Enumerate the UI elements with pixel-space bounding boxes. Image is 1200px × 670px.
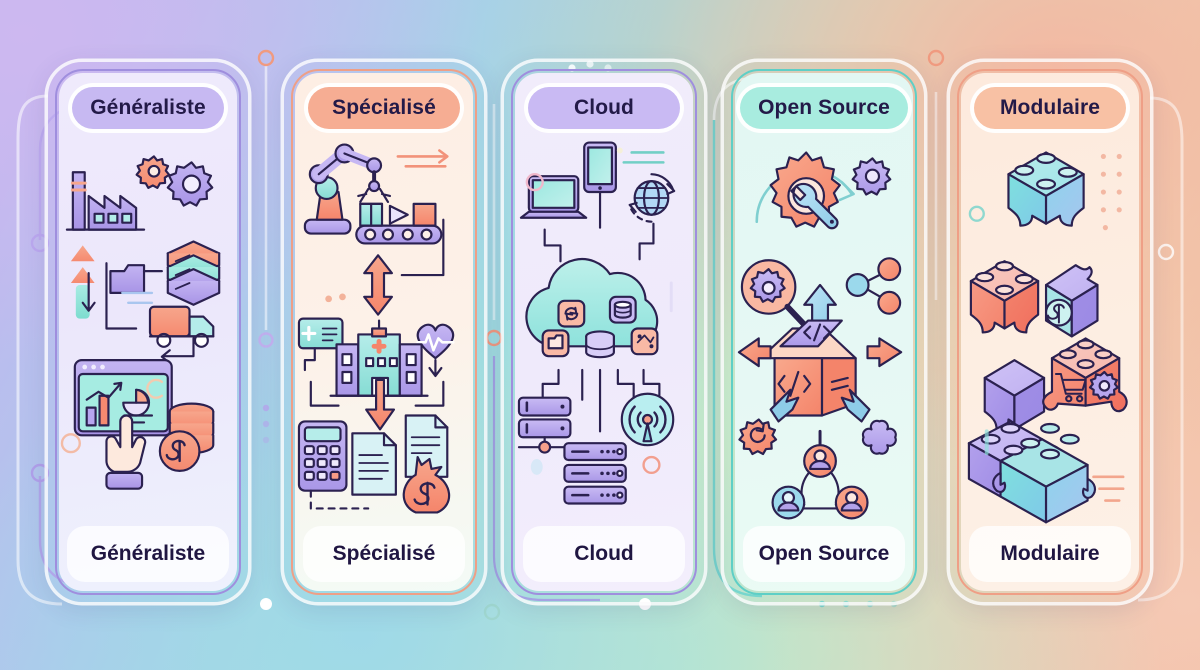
medical-card-icon [297,317,344,372]
conveyor-belt-icon [355,202,443,245]
heartbeat-icon [416,323,455,378]
gear-small-icon [135,155,171,189]
card-cloud[interactable]: Cloud [504,62,704,602]
wifi-signal-icon [620,392,675,447]
dot-grid-icon [1100,153,1122,231]
card-modulaire[interactable]: Modulaire [950,62,1150,602]
database-stack-icon [166,240,221,306]
network-chip-icon [630,327,659,356]
lego-brick-purple-icon [983,359,1046,431]
share-nodes-icon [845,257,902,315]
card-title-open-source: Open Source [758,96,890,119]
card-footer-cloud: Cloud [523,526,685,582]
illustration-cloud [515,129,693,526]
card-title-pill-open-source: Open Source [740,87,908,129]
server-rack-icon [517,396,572,454]
tablet-icon [583,141,617,194]
arrow-down-icon [365,378,395,431]
right-arrow-icon [866,337,903,368]
card-footer-label-specialise: Spécialisé [332,542,436,565]
coins-icon [158,402,215,472]
double-arrow-icon [363,254,393,316]
card-title-pill-generaliste: Généraliste [72,87,224,129]
card-footer-modulaire: Modulaire [969,526,1131,582]
globe-sync-icon [628,173,676,223]
lego-brick-combo-icon [967,420,1097,524]
card-footer-label-open-source: Open Source [758,542,890,565]
arrow-down [81,272,96,312]
card-title-specialise: Spécialisé [332,96,436,119]
invoice-document-icon [351,432,397,496]
pointer-hand-icon [105,414,147,490]
card-footer-specialise: Spécialisé [303,526,465,582]
card-footer-label-modulaire: Modulaire [1000,542,1100,565]
calculator-icon [297,420,348,492]
illustration-open-source [735,129,913,526]
arrow-up-right-icon [769,388,800,423]
card-title-modulaire: Modulaire [999,96,1101,119]
illustration-generaliste [59,129,237,526]
card-footer-label-generaliste: Généraliste [90,542,206,565]
card-title-cloud: Cloud [574,96,634,119]
community-users-icon [771,444,869,520]
laptop-icon [519,175,588,219]
shopping-cube-icon [1042,337,1128,413]
card-title-pill-modulaire: Modulaire [974,87,1126,129]
gear-refresh-icon [738,418,778,456]
card-footer-open-source: Open Source [743,526,905,582]
open-box-code-icon [759,319,857,417]
gear-icon [1088,370,1119,400]
robot-arm-icon [303,143,392,235]
server-stack-icon [563,442,627,505]
illustration-specialise [295,129,473,526]
delivery-truck-icon [148,305,215,348]
dashboard-chart-icon [73,359,173,437]
puzzle-piece-icon [861,419,897,455]
card-footer-label-cloud: Cloud [574,542,634,565]
gear-large-icon [166,161,214,207]
db-center [585,330,615,359]
lego-brick-cyan-icon [1007,151,1085,227]
connector-line [105,262,138,330]
card-specialise[interactable]: Spécialisé [284,62,484,602]
card-title-pill-specialise: Spécialisé [308,87,460,129]
arrow-up-left-icon [840,388,871,423]
folder-icon [109,264,163,294]
card-open-source[interactable]: Open Source [724,62,924,602]
card-title-pill-cloud: Cloud [528,87,680,129]
lego-brick-coral-icon [969,260,1040,334]
card-footer-generaliste: Généraliste [67,526,229,582]
left-arrow-icon [737,337,772,368]
money-bag-icon [402,455,451,514]
card-title-generaliste: Généraliste [90,96,206,119]
puzzle-cube-icon [1044,264,1099,338]
gear-small-icon [851,157,892,196]
shopping-cart-icon [1054,372,1087,403]
gear-wrench-icon [769,151,841,230]
magnifier-gear-icon [740,259,808,328]
illustration-modulaire [961,129,1139,526]
cloud-tiles [541,295,659,359]
card-generaliste[interactable]: Généraliste [48,62,248,602]
factory-icon [65,171,146,231]
